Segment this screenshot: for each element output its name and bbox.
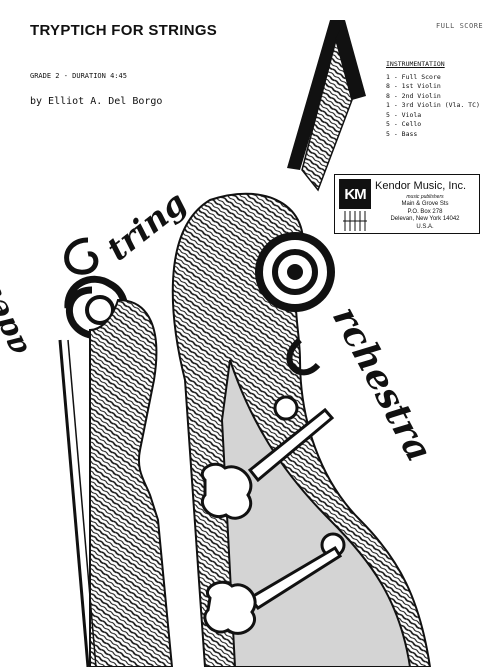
instrumentation-item: 5 - Bass: [386, 129, 418, 138]
violin-illustration: [58, 275, 174, 667]
publisher-tagline: music publishers: [406, 194, 444, 200]
publisher-address-line: Main & Grove Sts: [401, 201, 449, 207]
instrumentation-item: 8 - 1st Violin: [386, 82, 441, 90]
composer-credit: by Elliot A. Del Borgo: [30, 96, 163, 107]
publisher-logo-lines-icon: [343, 211, 367, 231]
series-word-orchestra: rchestra: [324, 300, 440, 469]
publisher-box: KM Kendor Music, Inc. music publishers M…: [334, 174, 480, 234]
publisher-address-line: Delevan, New York 14042: [390, 216, 460, 222]
publisher-address-line: P.O. Box 278: [407, 208, 443, 215]
instrumentation-item: 5 - Viola: [386, 110, 422, 119]
series-word-cadet: adet: [0, 280, 35, 361]
publisher-address: Main & Grove Sts P.O. Box 278 Delevan, N…: [375, 201, 475, 231]
publisher-logo: KM: [339, 179, 371, 209]
score-type-label: FULL SCORE: [436, 22, 484, 30]
publisher-address-line: U.S.A.: [416, 223, 434, 230]
publisher-name: Kendor Music, Inc.: [375, 180, 467, 192]
page-title: TRYPTICH FOR STRINGS: [30, 22, 218, 39]
instrumentation-item: 1 - 3rd Violin (Vla. TC): [386, 101, 480, 109]
bow-illustration: [287, 20, 366, 192]
instrumentation-item: 1 - Full Score: [386, 72, 441, 81]
grade-duration: GRADE 2 - DURATION 4:45: [30, 72, 127, 80]
instrumentation-item: 8 - 2nd Violin: [386, 91, 441, 100]
instrumentation-heading: INSTRUMENTATION: [386, 60, 445, 68]
instrumentation-item: 5 - Cello: [386, 120, 422, 128]
instrumentation-list: INSTRUMENTATION 1 - Full Score 8 - 1st V…: [386, 60, 480, 139]
bass-illustration: [171, 192, 432, 667]
